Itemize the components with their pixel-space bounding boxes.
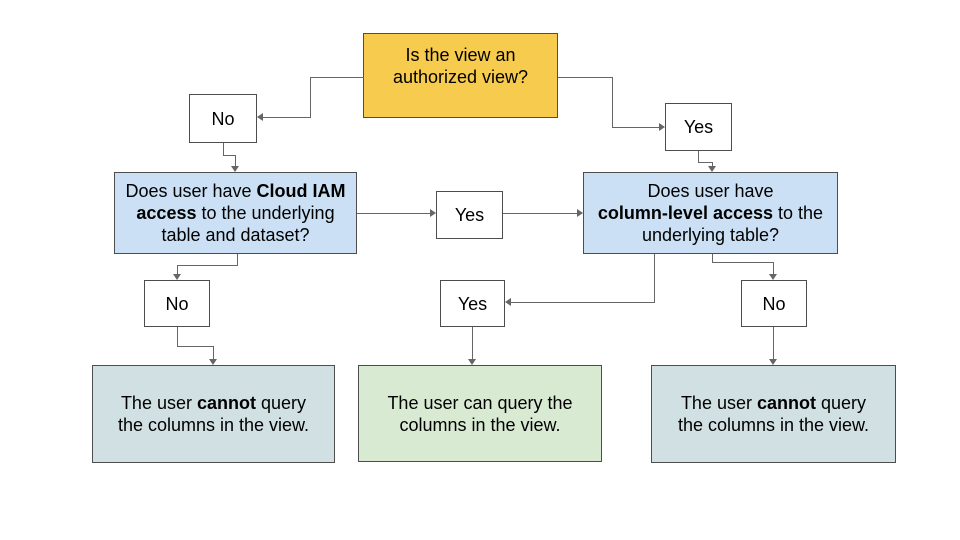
- connector-segment: [558, 77, 613, 78]
- connector-segment: [237, 254, 238, 266]
- node-iam-question: Does user have Cloud IAM access to the u…: [114, 172, 357, 254]
- connector-segment: [310, 77, 311, 118]
- node-result-can-label: The user can query the columns in the vi…: [387, 392, 573, 435]
- connector-segment: [177, 327, 178, 347]
- node-column-question: Does user have column-level access to th…: [583, 172, 838, 254]
- connector-segment: [223, 143, 224, 156]
- node-root-question: Is the view an authorized view?: [363, 33, 558, 118]
- node-yes-bottom-label: Yes: [457, 293, 488, 314]
- arrowhead-left-icon: [505, 298, 511, 306]
- node-iam-question-label: Does user have Cloud IAM access to the u…: [125, 181, 346, 245]
- node-column-question-label: Does user have column-level access to th…: [597, 181, 824, 245]
- connector-segment: [177, 265, 238, 266]
- connector-segment: [698, 151, 699, 163]
- connector-segment: [654, 254, 655, 303]
- connector-segment: [262, 117, 311, 118]
- connector-segment: [712, 262, 774, 263]
- connector-segment: [310, 77, 364, 78]
- arrowhead-left-icon: [257, 113, 263, 121]
- node-result-cannot-left: The user cannot query the columns in the…: [92, 365, 335, 463]
- node-no-top-label: No: [211, 108, 235, 129]
- node-result-can: The user can query the columns in the vi…: [358, 365, 602, 462]
- connector-segment: [510, 302, 655, 303]
- arrowhead-down-icon: [468, 359, 476, 365]
- connector-segment: [503, 213, 578, 214]
- connector-segment: [235, 155, 236, 167]
- node-result-cannot-right-label: The user cannot query the columns in the…: [677, 393, 870, 435]
- arrowhead-down-icon: [209, 359, 217, 365]
- node-yes-top: Yes: [665, 103, 732, 151]
- node-no-right-label: No: [762, 293, 786, 314]
- connector-segment: [612, 77, 613, 128]
- node-result-cannot-right: The user cannot query the columns in the…: [651, 365, 896, 463]
- node-root-question-label: Is the view an authorized view?: [392, 45, 529, 87]
- node-no-left-label: No: [165, 293, 189, 314]
- connector-segment: [773, 262, 774, 275]
- arrowhead-down-icon: [769, 274, 777, 280]
- arrowhead-down-icon: [173, 274, 181, 280]
- arrowhead-down-icon: [708, 166, 716, 172]
- node-yes-bottom: Yes: [440, 280, 505, 327]
- connector-segment: [357, 213, 431, 214]
- node-result-cannot-left-label: The user cannot query the columns in the…: [117, 393, 310, 435]
- connector-segment: [698, 162, 713, 163]
- connector-segment: [773, 327, 774, 360]
- arrowhead-down-icon: [769, 359, 777, 365]
- arrowhead-right-icon: [430, 209, 436, 217]
- connector-segment: [177, 265, 178, 275]
- connector-segment: [612, 127, 660, 128]
- connector-segment: [177, 346, 214, 347]
- arrowhead-right-icon: [577, 209, 583, 217]
- connector-segment: [213, 346, 214, 360]
- node-no-top: No: [189, 94, 257, 143]
- connector-segment: [712, 254, 713, 263]
- node-yes-mid-label: Yes: [454, 205, 485, 225]
- node-no-left: No: [144, 280, 210, 327]
- node-no-right: No: [741, 280, 807, 327]
- connector-segment: [223, 155, 236, 156]
- connector-segment: [712, 162, 713, 167]
- arrowhead-down-icon: [231, 166, 239, 172]
- node-yes-mid: Yes: [436, 191, 503, 239]
- node-yes-top-label: Yes: [683, 117, 714, 137]
- connector-segment: [472, 327, 473, 360]
- arrowhead-right-icon: [659, 123, 665, 131]
